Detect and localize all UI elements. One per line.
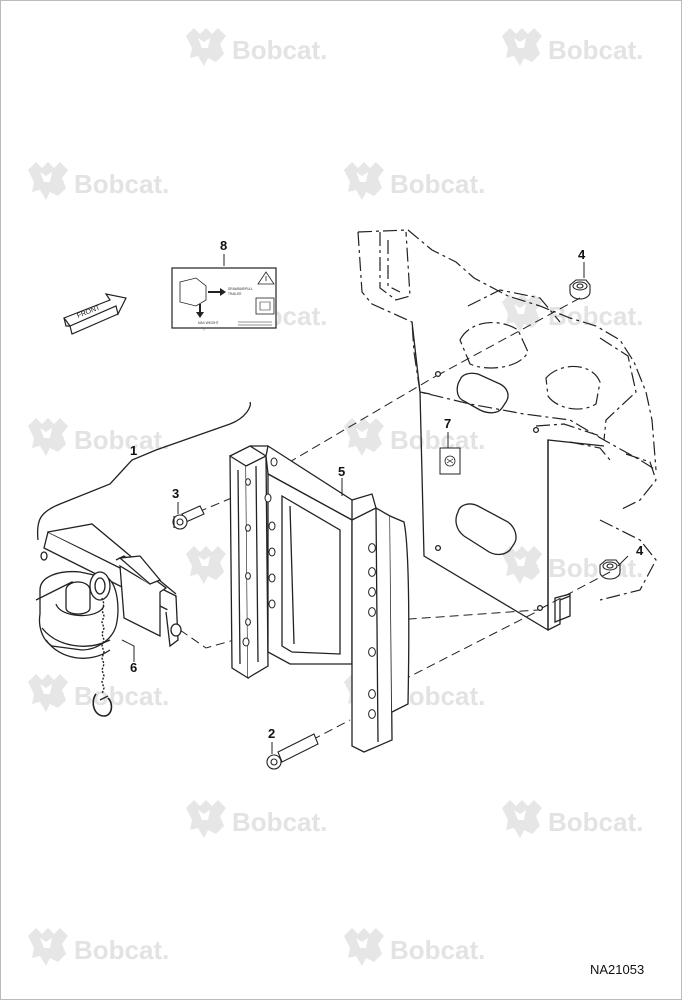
watermark-text-14: Bobcat. [548, 807, 643, 837]
watermark-text-8: Bobcat. [390, 425, 485, 455]
watermark-6: Bobcat. [502, 294, 643, 332]
callout-6: 6 [130, 660, 137, 675]
watermark-16: Bobcat. [344, 928, 485, 966]
bolt-2 [266, 733, 319, 770]
bolt-3 [172, 505, 205, 530]
hitch-assembly [35, 523, 182, 717]
callout-1: 1 [130, 443, 137, 458]
watermark-text-15: Bobcat. [74, 935, 169, 965]
watermark-14: Bobcat. [502, 800, 643, 838]
decal-8-line2: TRAILER [228, 292, 242, 296]
mounting-plate [411, 321, 605, 632]
callout-3: 3 [172, 486, 179, 501]
watermark-text-7: Bobcat. [74, 425, 169, 455]
leader-lines [121, 254, 629, 754]
callout-4-upper: 4 [578, 247, 586, 262]
watermark-10: Bobcat. [502, 546, 643, 584]
watermark-1: Bobcat. [186, 28, 327, 66]
callout-8: 8 [220, 238, 227, 253]
callout-4-lower: 4 [636, 543, 644, 558]
watermark-text-4: Bobcat. [390, 169, 485, 199]
watermark-13: Bobcat. [186, 800, 327, 838]
watermark-text-13: Bobcat. [232, 807, 327, 837]
watermark-text-16: Bobcat. [390, 935, 485, 965]
figure-reference: NA21053 [590, 962, 644, 977]
flange-nut-upper [569, 279, 591, 300]
decal-8-line1: DRAWBAR/PULL [228, 287, 253, 291]
decal-8-line3: MAX WEIGHT [198, 321, 219, 325]
manual-book-icon [255, 297, 275, 315]
watermark-text-10: Bobcat. [548, 553, 643, 583]
watermark-2: Bobcat. [502, 28, 643, 66]
hitch-carrier-frame [229, 444, 410, 753]
flange-nut-lower [599, 559, 621, 580]
decal-8: DRAWBAR/PULL TRAILER MAX WEIGHT [171, 267, 277, 329]
watermark-15: Bobcat. [28, 928, 169, 966]
watermark-4: Bobcat. [344, 162, 485, 200]
watermark-text-3: Bobcat. [74, 169, 169, 199]
watermark-text-1: Bobcat. [232, 35, 327, 65]
callout-2: 2 [268, 726, 275, 741]
front-arrow: FRONT [63, 293, 127, 335]
decal-7 [439, 447, 461, 475]
watermark-3: Bobcat. [28, 162, 169, 200]
assembly-bracket-1 [36, 401, 252, 541]
watermark-text-11: Bobcat. [74, 681, 169, 711]
watermark-7: Bobcat. [28, 418, 169, 456]
callout-5: 5 [338, 464, 345, 479]
watermark-text-2: Bobcat. [548, 35, 643, 65]
callout-7: 7 [444, 416, 451, 431]
watermark-11: Bobcat. [28, 674, 169, 712]
carrier-holes [242, 457, 376, 719]
watermark-8: Bobcat. [344, 418, 485, 456]
